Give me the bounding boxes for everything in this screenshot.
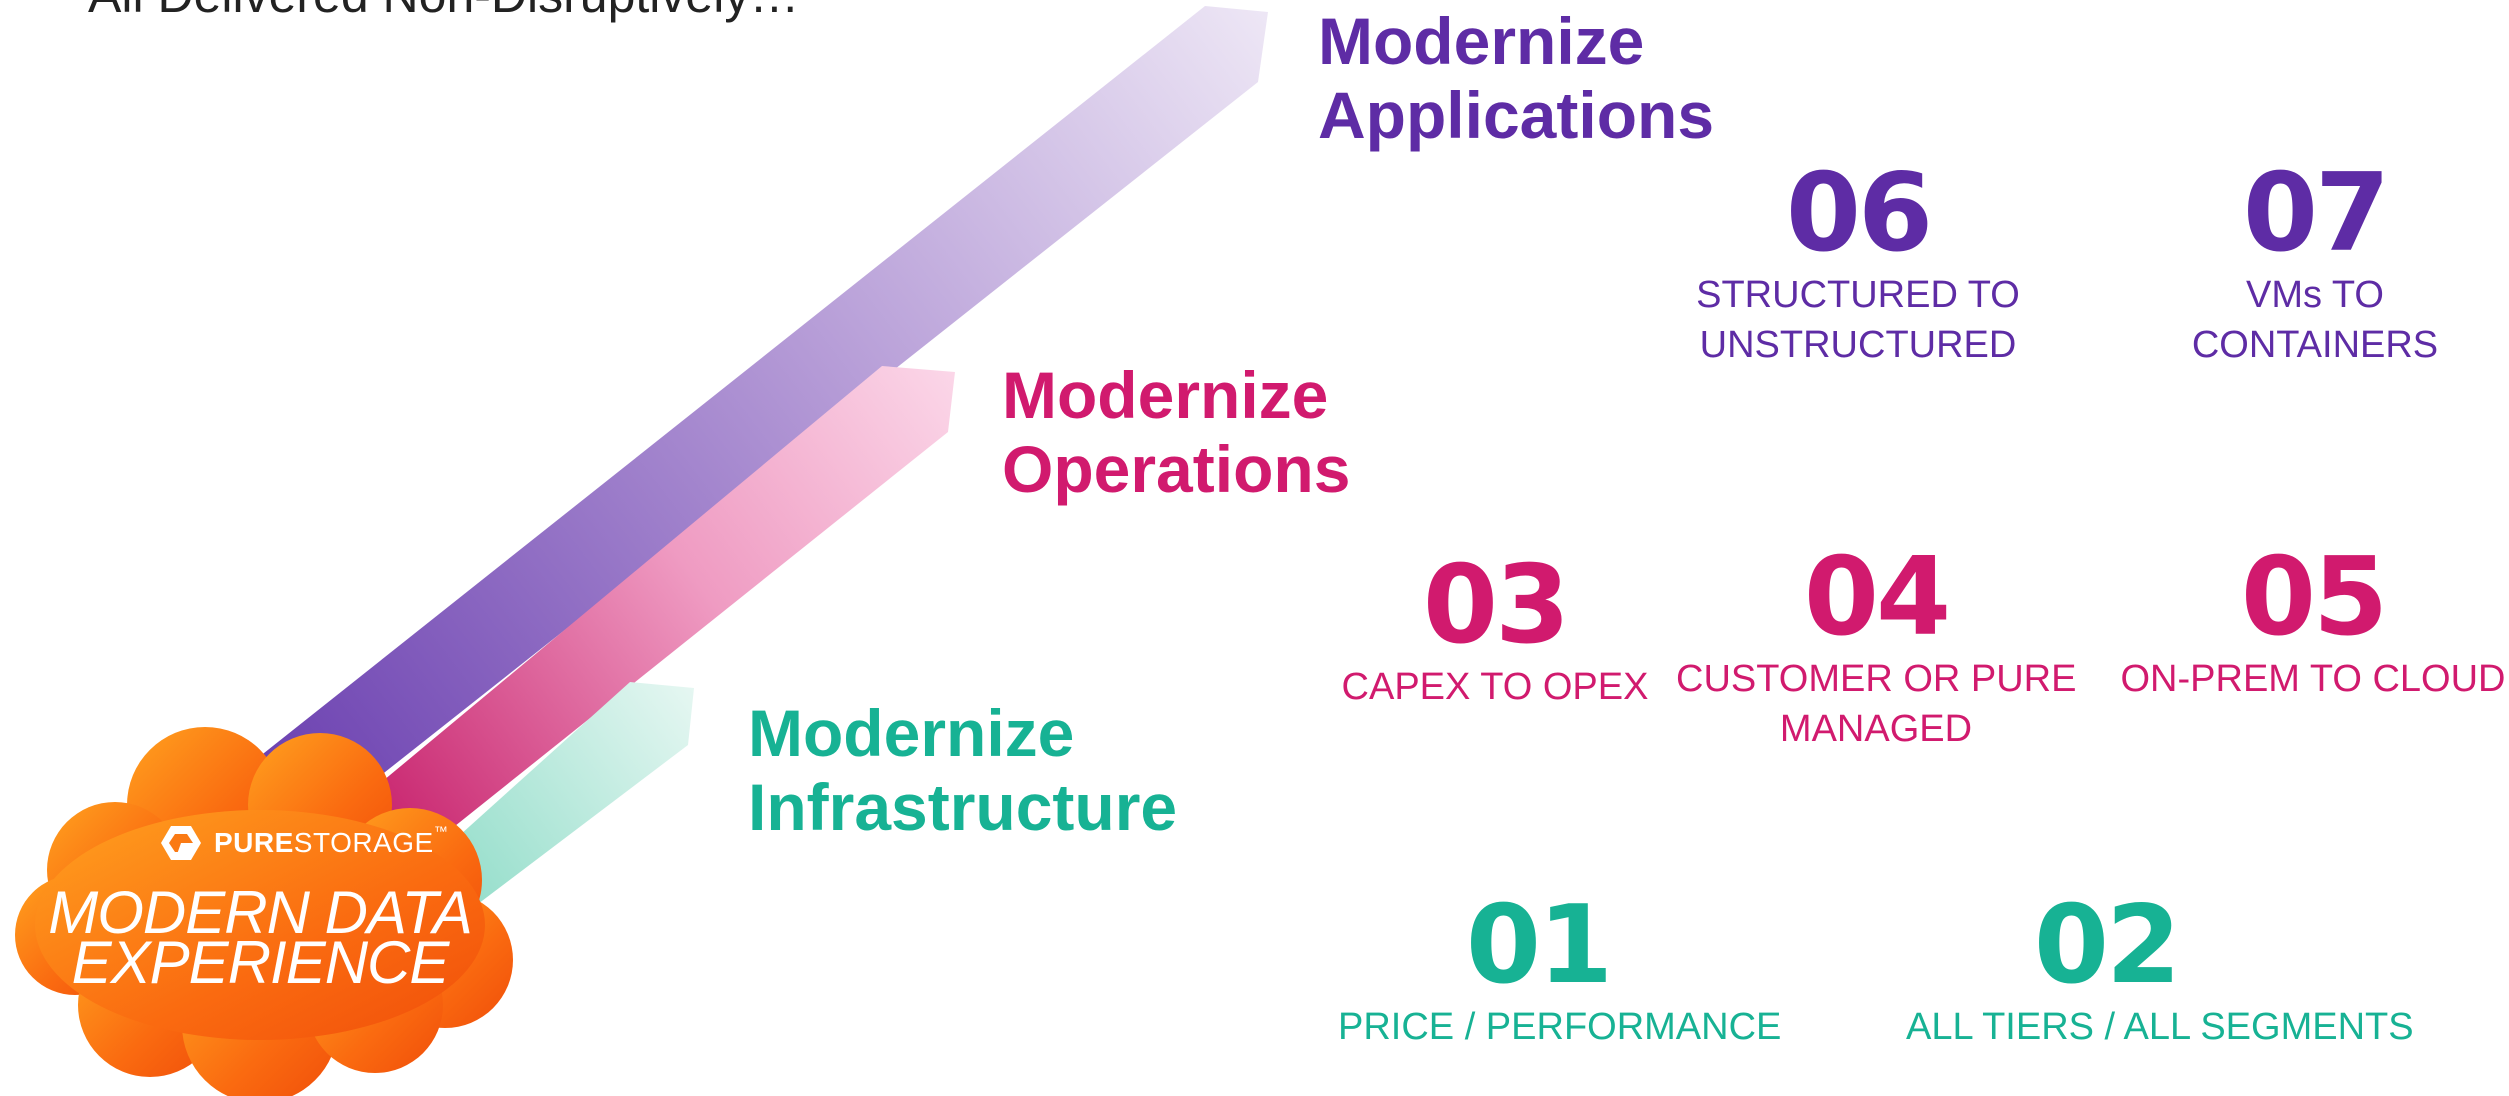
heading-modernize-infrastructure: Modernize Infrastructure [748, 696, 1177, 844]
heading-modernize-operations: Modernize Operations [1002, 358, 1350, 506]
operations-ray [360, 366, 955, 830]
stat-label: ALL TIERS / ALL SEGMENTS [1906, 1006, 2414, 1048]
cloud-title-line-1: MODERN DATA [48, 879, 472, 946]
stat-label: CONTAINERS [2191, 324, 2439, 366]
stat-label: CUSTOMER OR PURE [1676, 658, 2077, 700]
brand-strong: PURE [214, 827, 294, 858]
cloud-title-line-2: EXPERIENCE [71, 929, 450, 996]
brand-light: STORAGE [293, 827, 434, 858]
stat-04: 04 CUSTOMER OR PURE MANAGED [1676, 542, 2076, 754]
stat-label: CAPEX TO OPEX [1341, 666, 1649, 708]
stat-01: 01 PRICE / PERFORMANCE [1338, 883, 1782, 1052]
stat-02: 02 ALL TIERS / ALL SEGMENTS [1906, 883, 2414, 1052]
stat-number: 07 [2242, 151, 2390, 276]
heading-line-1: Modernize [1002, 358, 1329, 432]
stat-number: 03 [1422, 543, 1570, 668]
heading-line-1: Modernize [748, 696, 1075, 770]
logo-cloud [15, 727, 513, 1096]
infrastructure-ray [410, 682, 694, 910]
pure-storage-logo-icon [161, 826, 201, 860]
stat-number: 06 [1785, 151, 1933, 276]
tagline: All Delivered Non-Disruptively… [88, 0, 799, 24]
stat-label: UNSTRUCTURED [1699, 324, 2017, 366]
stat-number: 01 [1465, 883, 1613, 1008]
stat-number: 04 [1803, 535, 1951, 660]
heading-line-2: Infrastructure [748, 770, 1178, 844]
stat-03: 03 CAPEX TO OPEX [1295, 550, 1695, 712]
stat-label: MANAGED [1779, 708, 1973, 750]
stat-label: ON-PREM TO CLOUD [2120, 658, 2506, 700]
heading-modernize-applications: Modernize Applications [1318, 4, 1714, 152]
stat-label: PRICE / PERFORMANCE [1338, 1006, 1782, 1048]
applications-ray [230, 6, 1268, 780]
stat-05: 05 ON-PREM TO CLOUD [2113, 542, 2509, 704]
stat-number: 05 [2240, 535, 2388, 660]
heading-line-1: Modernize [1318, 4, 1645, 78]
heading-line-2: Applications [1318, 78, 1715, 152]
stat-number: 02 [2033, 883, 2181, 1008]
stat-label: STRUCTURED TO [1696, 274, 2020, 316]
stat-06: 06 STRUCTURED TO UNSTRUCTURED [1658, 158, 2058, 370]
heading-line-2: Operations [1002, 432, 1351, 506]
modern-data-experience-title: MODERN DATA EXPERIENCE [20, 879, 500, 996]
trademark: ™ [433, 823, 448, 839]
pure-storage-brand: PURE STORAGE ™ [160, 823, 448, 863]
stat-label: VMs TO [2246, 274, 2384, 316]
stat-07: 07 VMs TO CONTAINERS [2115, 158, 2509, 370]
